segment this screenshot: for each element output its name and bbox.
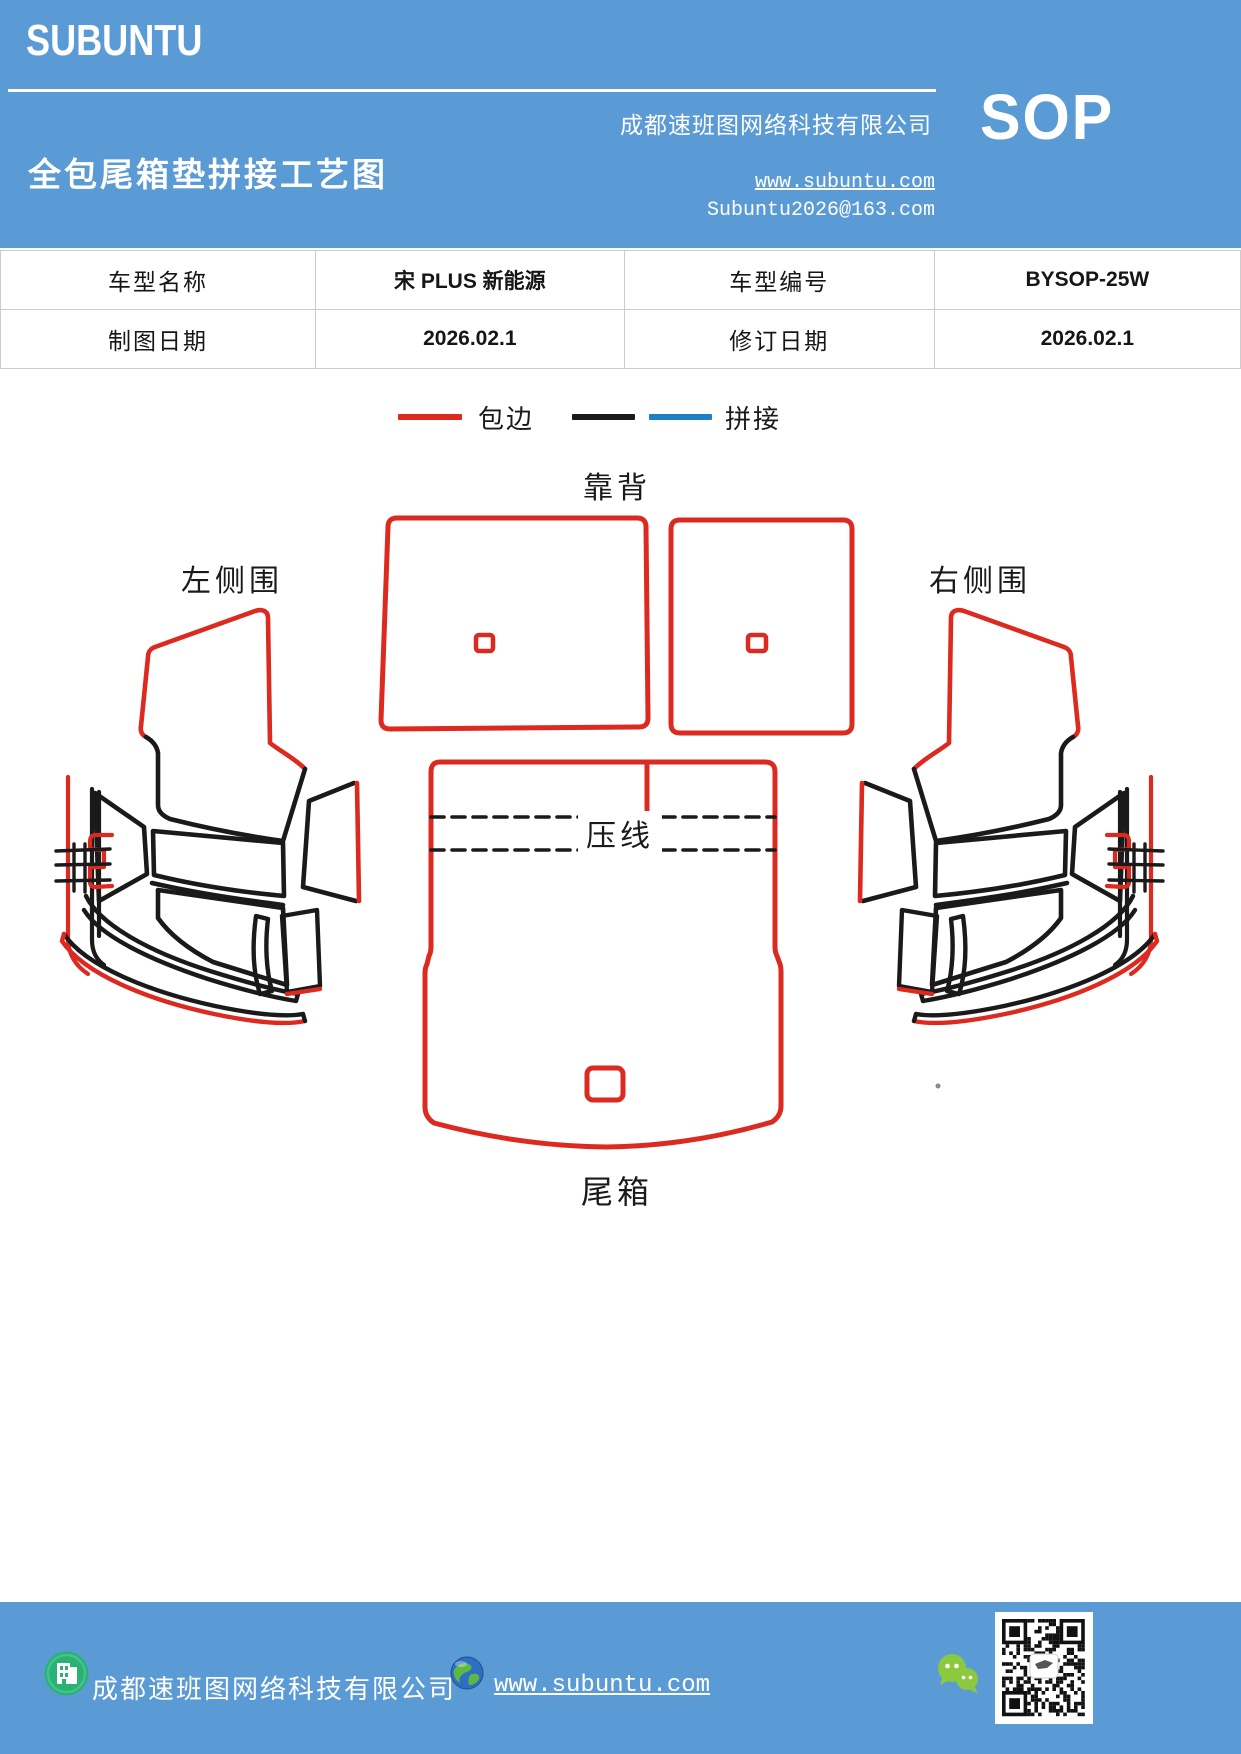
stray-dot	[935, 1083, 941, 1089]
vehicle-info-table: 车型名称 宋 PLUS 新能源 车型编号 BYSOP-25W 制图日期 2026…	[0, 250, 1241, 369]
backrest-label: 靠背	[583, 472, 651, 505]
stitch-label: 拼接	[725, 404, 782, 434]
header: SUBUNTU 全包尾箱垫拼接工艺图 成都速班图网络科技有限公司 www.sub…	[0, 0, 1241, 248]
header-email: Subuntu2026@163.com	[706, 199, 935, 222]
legend: 包边 拼接	[398, 400, 781, 434]
crease-label: 压线	[586, 820, 654, 853]
stitch-black-line-swatch	[572, 414, 636, 420]
sop-badge: SOP	[980, 81, 1115, 153]
crease-label-backdrop	[578, 811, 662, 858]
side-panel-cluster-mirrored	[860, 610, 1163, 1023]
edge-binding-label: 包边	[478, 404, 535, 434]
brand-logo: SUBUNTU	[26, 16, 203, 65]
revise-date-value: 2026.02.1	[933, 309, 1241, 369]
table-row: 车型名称 宋 PLUS 新能源 车型编号 BYSOP-25W	[0, 250, 1241, 310]
stitch-blue-line-swatch	[649, 414, 713, 420]
left-side-label: 左侧围	[181, 565, 283, 598]
backrest-left-slot	[473, 632, 496, 654]
qr-code	[995, 1612, 1093, 1724]
trunk-handle-slot	[584, 1065, 626, 1103]
revise-date-label: 修订日期	[623, 309, 935, 369]
footer-website-link[interactable]: www.subuntu.com	[494, 1672, 711, 1699]
header-company-name: 成都速班图网络科技有限公司	[620, 113, 932, 138]
backrest-left-piece	[378, 515, 651, 732]
header-website-link[interactable]: www.subuntu.com	[754, 171, 935, 194]
header-divider	[8, 89, 936, 92]
model-name-label: 车型名称	[0, 250, 316, 310]
pattern-diagram-svg: 靠背 左侧围 右侧围 压线 尾箱	[54, 472, 1241, 1210]
trunk-main-piece	[422, 759, 784, 1150]
side-panel-cluster	[54, 607, 362, 1026]
trunk-label: 尾箱	[581, 1174, 653, 1210]
model-code-value: BYSOP-25W	[933, 250, 1241, 310]
globe-icon	[450, 1656, 484, 1690]
table-row: 制图日期 2026.02.1 修订日期 2026.02.1	[0, 309, 1241, 369]
draw-date-label: 制图日期	[0, 309, 316, 369]
building-icon	[44, 1651, 89, 1696]
backrest-right-piece	[668, 517, 855, 736]
page-title: 全包尾箱垫拼接工艺图	[28, 158, 388, 194]
footer-company-name: 成都速班图网络科技有限公司	[92, 1675, 457, 1704]
wechat-icon	[938, 1654, 978, 1693]
backrest-right-slot	[745, 632, 769, 654]
model-name-value: 宋 PLUS 新能源	[314, 250, 625, 310]
model-code-label: 车型编号	[623, 250, 935, 310]
draw-date-value: 2026.02.1	[314, 309, 625, 369]
right-side-label: 右侧围	[929, 565, 1031, 598]
pattern-diagram: 靠背 左侧围 右侧围 压线 尾箱	[0, 430, 1241, 1230]
edge-binding-line-swatch	[398, 414, 462, 420]
